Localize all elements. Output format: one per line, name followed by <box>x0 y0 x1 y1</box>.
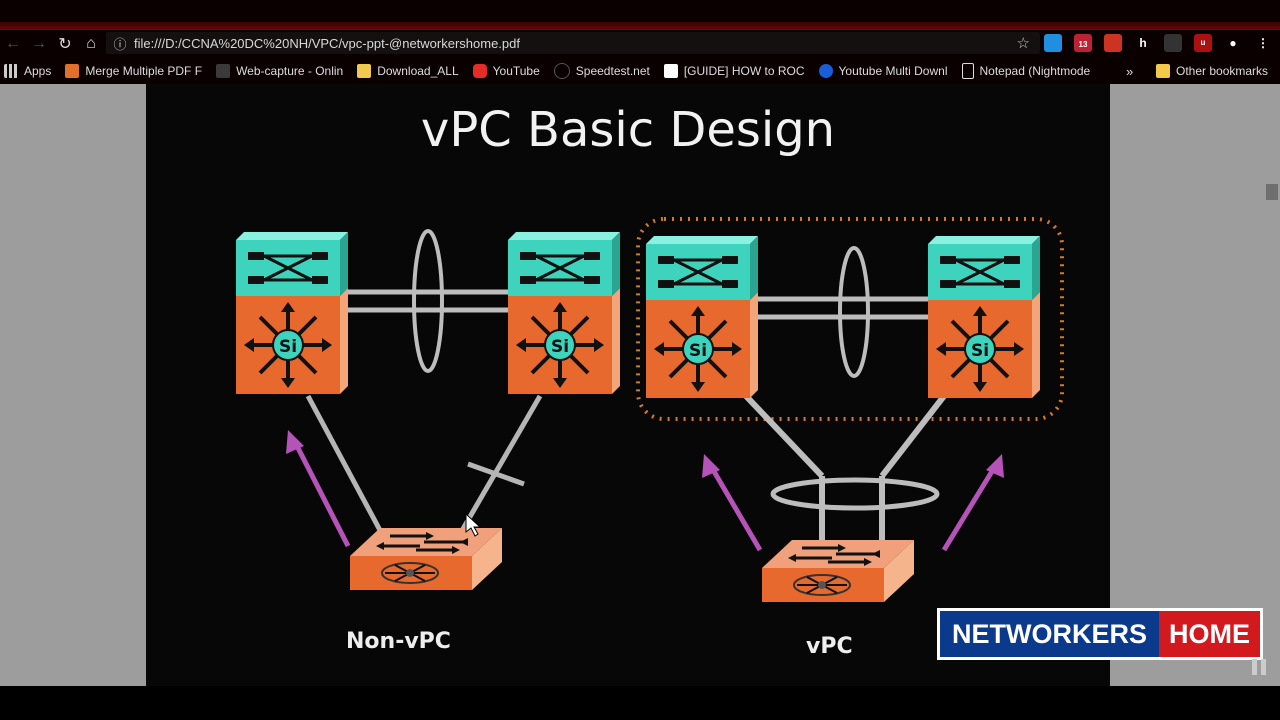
extension-grid-icon[interactable] <box>1104 34 1122 52</box>
vpc-member-links <box>743 393 947 544</box>
bookmark-star-icon[interactable]: ☆ <box>1016 35 1030 52</box>
bookmark-label: Download_ALL <box>377 64 459 78</box>
bookmark-merge-pdf[interactable]: Merge Multiple PDF F <box>65 64 202 78</box>
blocked-marker-icon <box>467 461 525 487</box>
access-switch-nonvpc <box>348 526 504 592</box>
bookmark-label: YouTube <box>492 64 540 78</box>
traffic-arrow-right-a <box>702 454 763 552</box>
bookmark-label: Speedtest.net <box>575 64 650 78</box>
bookmark-label: Merge Multiple PDF F <box>85 64 203 78</box>
bookmark-guide[interactable]: [GUIDE] HOW to ROC <box>663 64 805 78</box>
switch-vpc-1 <box>644 234 760 400</box>
uplink-left-a <box>305 394 385 536</box>
bookmark-other[interactable]: Other bookmarks <box>1156 64 1268 78</box>
scrollbar-thumb[interactable] <box>1266 184 1278 200</box>
bookmark-label: Notepad (Nightmode <box>979 64 1091 78</box>
reload-icon[interactable]: ↻ <box>58 36 72 53</box>
bookmark-youtube[interactable]: YouTube <box>472 64 540 78</box>
bookmark-label: Web-capture - Onlin <box>236 64 344 78</box>
menu-kebab-icon[interactable]: ⋮ <box>1257 36 1269 50</box>
honey-extension-icon[interactable]: h <box>1139 36 1147 50</box>
bookmark-youtube-multi[interactable]: Youtube Multi Downl <box>818 64 948 78</box>
pause-icon[interactable] <box>1248 656 1270 678</box>
home-icon[interactable]: ⌂ <box>86 35 96 52</box>
bookmark-web-capture[interactable]: Web-capture - Onlin <box>216 64 343 78</box>
traffic-arrow-left <box>286 430 351 548</box>
extension-icon[interactable] <box>1164 34 1182 52</box>
brand-networkers: NETWORKERS <box>940 611 1159 657</box>
bookmarks-overflow-icon[interactable]: » <box>1126 63 1134 79</box>
bookmark-label: Other bookmarks <box>1176 64 1269 78</box>
gmail-extension-icon[interactable]: 13 <box>1074 34 1092 52</box>
address-bar[interactable]: ⓘ file:///D:/CCNA%20DC%20NH/VPC/vpc-ppt-… <box>106 32 1040 54</box>
folder-icon <box>357 64 372 78</box>
vertical-scrollbar[interactable] <box>1264 84 1280 686</box>
switch-nonvpc-2 <box>506 230 622 396</box>
pdf-merge-icon <box>65 64 80 78</box>
web-capture-icon <box>216 64 231 78</box>
mouse-cursor-icon <box>465 512 482 537</box>
folder-icon <box>1156 64 1170 78</box>
networkers-home-logo: NETWORKERS HOME <box>940 611 1260 657</box>
apps-grid-icon <box>4 64 18 78</box>
bookmark-apps[interactable]: Apps <box>4 64 51 78</box>
vpc-diagram: Si <box>234 217 1064 604</box>
bookmark-label: Apps <box>24 64 52 78</box>
youtube-icon <box>472 64 487 78</box>
back-arrow-icon[interactable]: ← <box>5 35 21 52</box>
brand-home: HOME <box>1159 611 1260 657</box>
info-icon[interactable]: ⓘ <box>113 36 127 52</box>
switch-vpc-2 <box>926 234 1042 400</box>
extension-window-icon[interactable] <box>1044 34 1062 52</box>
switch-nonvpc-1 <box>234 230 350 396</box>
page-icon <box>663 64 678 78</box>
slide-page: vPC Basic Design <box>146 84 1110 686</box>
ublock-icon[interactable]: u <box>1194 34 1212 52</box>
speedtest-icon <box>553 63 570 79</box>
slide-title: vPC Basic Design <box>420 102 836 158</box>
document-icon <box>961 63 974 79</box>
bookmarks-bar: Apps Merge Multiple PDF F Web-capture - … <box>0 58 1280 84</box>
url-text: file:///D:/CCNA%20DC%20NH/VPC/vpc-ppt-@n… <box>134 35 520 51</box>
forward-arrow-icon[interactable]: → <box>31 35 47 52</box>
label-non-vpc: Non-vPC <box>346 629 451 654</box>
downloader-icon <box>818 64 833 78</box>
window-titlebar <box>0 0 1280 30</box>
peer-link-left <box>346 229 508 373</box>
bottom-bar <box>0 686 1280 720</box>
profile-icon[interactable]: ● <box>1229 36 1237 50</box>
access-switch-vpc <box>760 538 916 604</box>
traffic-arrow-right-b <box>941 454 1004 552</box>
bookmark-notepad[interactable]: Notepad (Nightmode <box>961 63 1091 79</box>
bookmark-label: Youtube Multi Downl <box>838 64 948 78</box>
vpc-domain-outline <box>636 217 1064 421</box>
gmail-badge: 13 <box>1078 40 1088 49</box>
bookmark-download-all[interactable]: Download_ALL <box>357 64 459 78</box>
uplink-left-b-blocked <box>457 394 543 536</box>
bookmark-label: [GUIDE] HOW to ROC <box>683 64 805 78</box>
bookmark-speedtest[interactable]: Speedtest.net <box>553 63 650 79</box>
label-vpc: vPC <box>806 634 853 659</box>
peer-link-right <box>756 246 928 378</box>
